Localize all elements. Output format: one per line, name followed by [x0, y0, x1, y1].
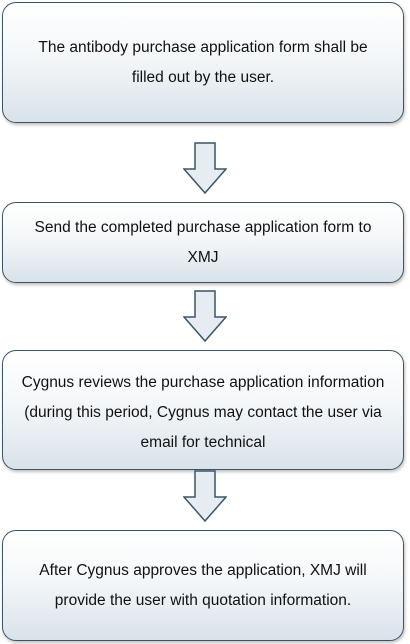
flow-step-4: After Cygnus approves the application, X… — [2, 530, 404, 641]
down-arrow-icon — [183, 142, 227, 194]
down-arrow-icon — [183, 290, 227, 342]
flow-step-3: Cygnus reviews the purchase application … — [2, 350, 404, 470]
flow-step-3-text: Cygnus reviews the purchase application … — [21, 374, 385, 451]
flow-step-4-text: After Cygnus approves the application, X… — [39, 561, 367, 609]
flow-step-1-text: The antibody purchase application form s… — [38, 38, 368, 86]
down-arrow-icon — [183, 470, 227, 522]
flow-step-2: Send the completed purchase application … — [2, 202, 404, 283]
flow-step-2-text: Send the completed purchase application … — [34, 218, 372, 266]
flow-step-1: The antibody purchase application form s… — [2, 2, 404, 123]
